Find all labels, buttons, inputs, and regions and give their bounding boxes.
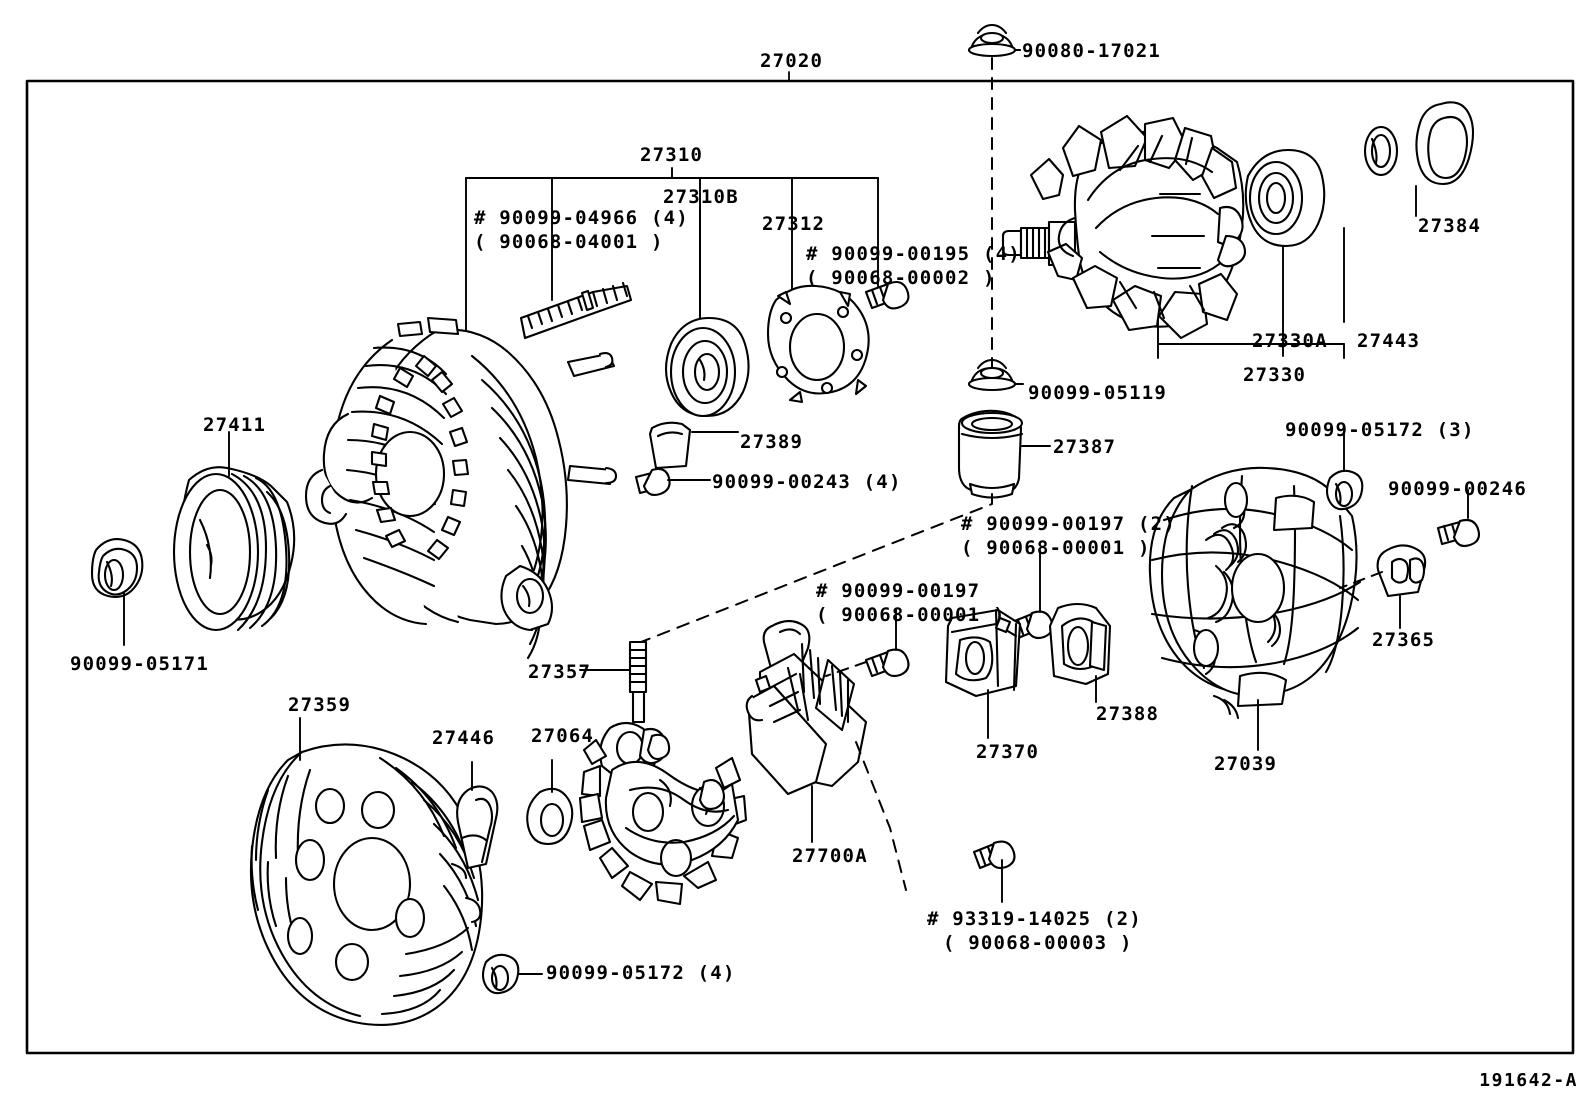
part-90099-04966-stud-bolt [519, 281, 633, 340]
part-brush-holder-body [578, 721, 748, 906]
part-27330a-bearing [1244, 148, 1326, 248]
part-90099-00246-bolt [1436, 489, 1481, 548]
label-90099-00195-screw: # 90099-00195 (4)( 90068-00002 ) [806, 243, 1021, 289]
label-27384-collar: 27384 [1418, 215, 1482, 237]
label-27446-insulator: 27446 [432, 727, 496, 749]
part-90099-00197-screw-b [1010, 549, 1054, 640]
part-27365-terminal [1339, 544, 1427, 629]
part-90099-05172-3-nut [1325, 431, 1364, 511]
part-93319-14025-screw [972, 840, 1016, 903]
label-27330a-bearing: 27330A [1252, 330, 1328, 352]
label-27039-stator-assy: 27039 [1214, 753, 1278, 775]
part-27039-stator [1148, 466, 1362, 751]
part-27064-insulator [526, 759, 574, 846]
part-27310b-bearing [664, 316, 750, 418]
label-27389-cover: 27389 [740, 431, 804, 453]
part-27359-rear-frame [249, 717, 484, 1026]
part-27387-cap [635, 409, 1051, 661]
label-90080-17021-nut: 90080-17021 [1022, 40, 1162, 62]
label-90099-05119-nut: 90099-05119 [1028, 382, 1168, 404]
label-90099-00197-2-screw: # 90099-00197 (2)( 90068-00001 ) [961, 513, 1176, 559]
label-90099-05172-4-nut: 90099-05172 (4) [546, 962, 736, 984]
label-27312-retainer: 27312 [762, 213, 826, 235]
part-27443-washer [1363, 125, 1399, 177]
part-27312-retainer [766, 284, 870, 404]
label-27388-cover: 27388 [1096, 703, 1160, 725]
part-90099-00195-screw [864, 280, 910, 310]
label-27020-alternator-assy: 27020 [760, 50, 824, 72]
part-27446-insulator [456, 761, 499, 870]
label-90099-00197-screw: # 90099-00197( 90068-00001 ) [816, 580, 1006, 626]
part-90099-00197-screw-a [825, 609, 910, 678]
label-27365-terminal: 27365 [1372, 629, 1436, 651]
part-90099-05171-nut [90, 538, 144, 646]
part-27370-regulator [944, 608, 1022, 739]
part-27330-rotor-assembly [1001, 114, 1247, 345]
label-90099-05171-nut: 90099-05171 [70, 653, 210, 675]
part-27388-cover [1048, 602, 1112, 703]
label-27310-bracket-assy: 27310 [640, 144, 704, 166]
label-27310b-bracket: 27310B [663, 186, 739, 208]
label-27357-terminal-bolt: 27357 [528, 661, 592, 683]
part-27310b-drive-end-frame [304, 316, 618, 660]
label-90099-00246-bolt: 90099-00246 [1388, 478, 1528, 500]
label-90099-04966-stud-bolt: # 90099-04966 (4)( 90068-04001 ) [474, 207, 689, 253]
label-27700a-rectifier: 27700A [792, 845, 868, 867]
label-27387-holder: 27387 [1053, 436, 1117, 458]
part-90099-05172-4-nut [481, 953, 543, 995]
label-27443-washer: 27443 [1357, 330, 1421, 352]
part-90099-00243-screw [634, 467, 711, 497]
part-27389-cover [648, 421, 739, 470]
label-27359-frame: 27359 [288, 694, 352, 716]
label-27330-rotor-assy: 27330 [1243, 364, 1307, 386]
part-27357-terminal-bolt [579, 640, 648, 724]
label-93319-14025-screw: # 93319-14025 (2)( 90068-00003 ) [927, 908, 1142, 954]
label-90099-05172-3-nut: 90099-05172 (3) [1285, 419, 1475, 441]
label-90099-00243-screw: 90099-00243 (4) [712, 471, 902, 493]
label-27411-pulley: 27411 [203, 414, 267, 436]
figure-code: 191642-A [1479, 1070, 1578, 1091]
part-90099-05119-nut [967, 358, 1025, 392]
part-90080-17021-nut [967, 23, 1022, 58]
part-27700a-rectifier [745, 619, 907, 891]
label-27370-regulator: 27370 [976, 741, 1040, 763]
part-27411-pulley [172, 466, 296, 632]
diagram-frame [25, 79, 1575, 1055]
label-27064-insulator: 27064 [531, 725, 595, 747]
part-27384-collar [1415, 101, 1475, 217]
